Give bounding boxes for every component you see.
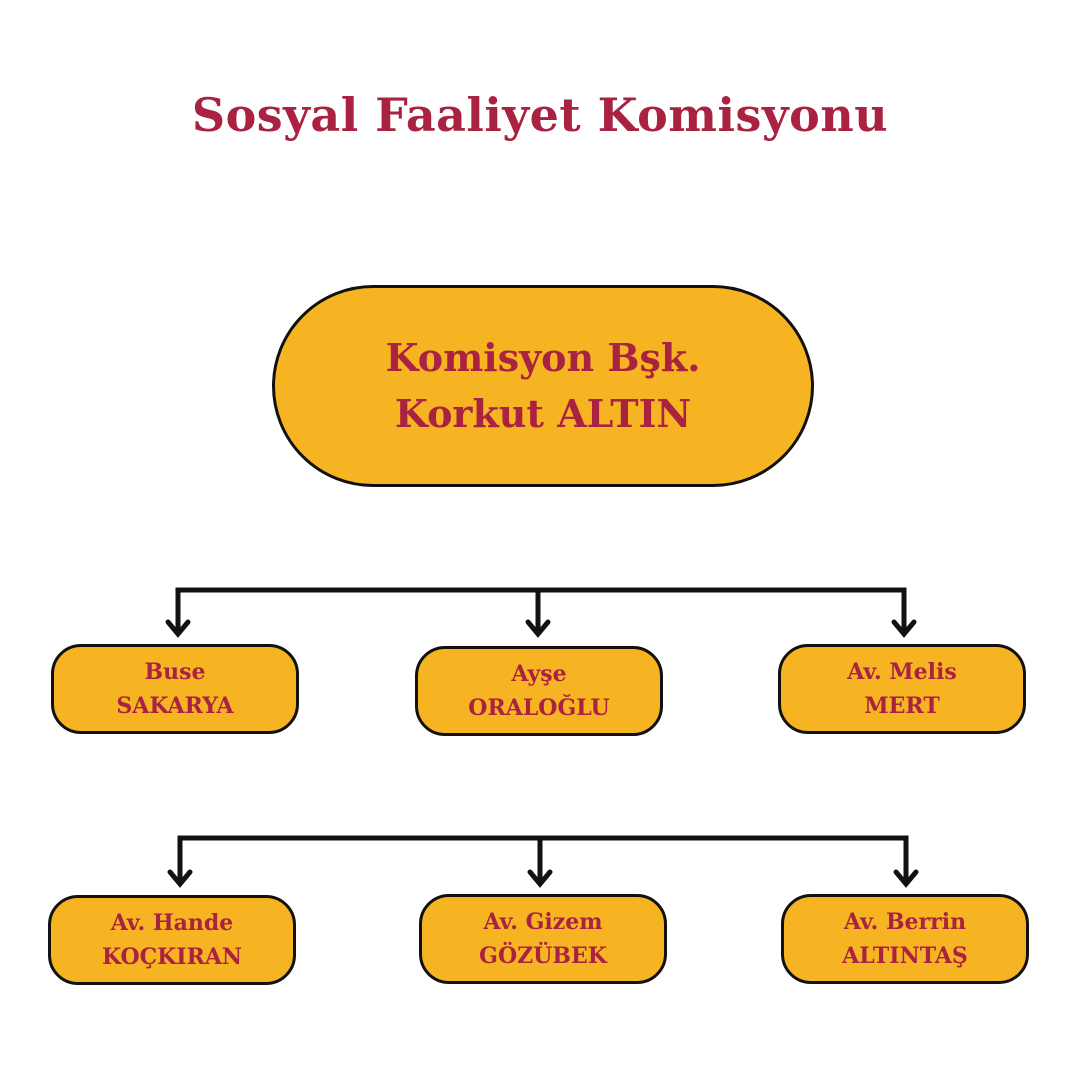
member-node: Ayşe ORALOĞLU	[415, 646, 663, 736]
member-first-name: Av. Melis	[847, 659, 957, 685]
member-node: Av. Hande KOÇKIRAN	[48, 895, 296, 985]
member-node: Av. Gizem GÖZÜBEK	[419, 894, 667, 984]
member-node: Buse SAKARYA	[51, 644, 299, 734]
member-last-name: ALTINTAŞ	[842, 943, 968, 969]
member-last-name: SAKARYA	[116, 693, 234, 719]
connector-bar-row1	[175, 587, 907, 635]
chair-name: Korkut ALTIN	[394, 391, 692, 436]
member-node: Av. Berrin ALTINTAŞ	[781, 894, 1029, 984]
arrowhead-row1-left	[165, 619, 191, 638]
diagram-title: Sosyal Faaliyet Komisyonu	[191, 88, 889, 142]
chair-role: Komisyon Bşk.	[385, 335, 701, 380]
member-first-name: Ayşe	[511, 661, 567, 687]
member-last-name: MERT	[864, 693, 940, 719]
member-first-name: Av. Gizem	[483, 909, 603, 935]
member-last-name: KOÇKIRAN	[101, 944, 243, 970]
member-last-name: ORALOĞLU	[468, 695, 610, 721]
arrowhead-row1-right	[891, 619, 917, 638]
member-node: Av. Melis MERT	[778, 644, 1026, 734]
arrowhead-row2-left	[167, 869, 193, 888]
arrowhead-row1-middle	[525, 619, 551, 638]
chair-node: Komisyon Bşk. Korkut ALTIN	[272, 285, 814, 487]
connector-bar-row2	[177, 835, 909, 885]
member-first-name: Av. Berrin	[843, 909, 967, 935]
member-first-name: Av. Hande	[110, 910, 234, 936]
arrowhead-row2-middle	[527, 869, 553, 888]
arrowhead-row2-right	[893, 869, 919, 888]
member-first-name: Buse	[144, 659, 206, 685]
member-last-name: GÖZÜBEK	[479, 943, 607, 969]
